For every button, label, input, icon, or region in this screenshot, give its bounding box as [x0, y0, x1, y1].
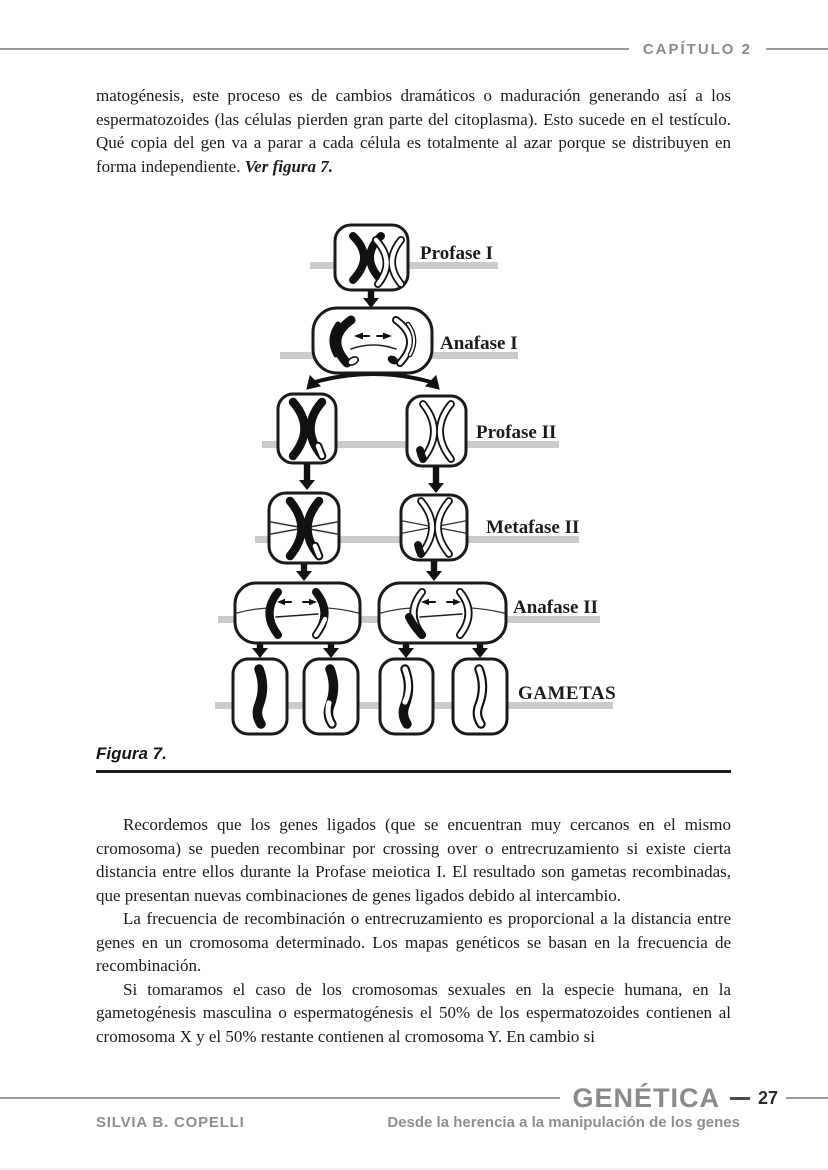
label-gametas: GAMETAS: [518, 683, 616, 704]
book-tagline: Desde la herencia a la manipulación de l…: [387, 1114, 740, 1131]
meiosis-diagram: Profase I Anafase I Profase II Metafase …: [215, 223, 616, 736]
label-metafase-2: Metafase II: [486, 517, 579, 538]
label-profase-1: Profase I: [420, 243, 493, 264]
footer-rule-left: [0, 1097, 561, 1099]
label-profase-2: Profase II: [476, 422, 556, 443]
chromosomes-anafase-1: [329, 315, 417, 368]
diverge-arc: [314, 372, 432, 384]
chromatids-anafase-2-left: [236, 588, 359, 639]
paragraph-frecuencia: La frecuencia de recombinación o entrecr…: [96, 909, 731, 975]
cell-anafase-2-right: [377, 581, 508, 645]
arrow-head-right: [424, 374, 440, 390]
chromosomes-profase-1: [349, 232, 405, 288]
label-anafase-2: Anafase II: [513, 597, 598, 618]
arrow-down: [252, 644, 268, 658]
label-anafase-1: Anafase I: [440, 333, 518, 354]
figure-caption: Figura 7.: [96, 744, 167, 763]
chromosome-metafase-2-right: [402, 497, 466, 558]
footer-rule-right: [786, 1097, 828, 1099]
page-header: CAPÍTULO 2: [0, 40, 828, 58]
footer-credit-row: SILVIA B. COPELLI Desde la herencia a la…: [96, 1114, 740, 1131]
chromosome-profase-2-left: [288, 397, 327, 461]
chromatids-gametas: [252, 664, 488, 729]
author-name: SILVIA B. COPELLI: [96, 1114, 245, 1131]
paragraph-block-bottom: Recordemos que los genes ligados (que se…: [96, 813, 731, 1048]
cell-anafase-2-left: [233, 581, 362, 645]
page-number: 27: [757, 1087, 778, 1108]
arrow-head-left: [306, 374, 322, 390]
chromatids-anafase-2-right: [380, 588, 505, 639]
arrow-down: [426, 561, 442, 581]
figure-reference: Ver figura 7.: [244, 156, 334, 176]
paragraph-genes-ligados: Recordemos que los genes ligados (que se…: [96, 815, 731, 905]
header-rule-left: [0, 48, 629, 50]
book-title: GENÉTICA: [572, 1082, 720, 1113]
arrow-down: [428, 467, 444, 493]
arrow-down: [363, 291, 379, 308]
arrow-down: [299, 464, 315, 490]
paragraph-block-top: matogénesis, este proceso es de cambios …: [96, 84, 731, 178]
paragraph-text: matogénesis, este proceso es de cambios …: [96, 86, 731, 176]
arrow-down: [296, 564, 312, 581]
flow-arrows: [252, 291, 488, 658]
header-rule-right: [766, 48, 828, 50]
figure-rule: [96, 770, 731, 773]
arrow-down: [398, 644, 414, 658]
chapter-label: CAPÍTULO 2: [642, 40, 752, 58]
chromosome-profase-2-right: [416, 400, 455, 463]
paragraph-spermatogenesis: matogénesis, este proceso es de cambios …: [96, 84, 731, 178]
paragraph-cromosomas-sexuales: Si tomaramos el caso de los cromosomas s…: [96, 979, 731, 1046]
footer-title-row: GENÉTICA 27: [0, 1083, 828, 1113]
arrow-down: [323, 644, 339, 658]
chromosome-metafase-2-left: [270, 496, 338, 561]
footer-dash: [729, 1096, 750, 1100]
arrow-down: [472, 644, 488, 658]
stage-labels: Profase I Anafase I Profase II Metafase …: [420, 243, 616, 704]
